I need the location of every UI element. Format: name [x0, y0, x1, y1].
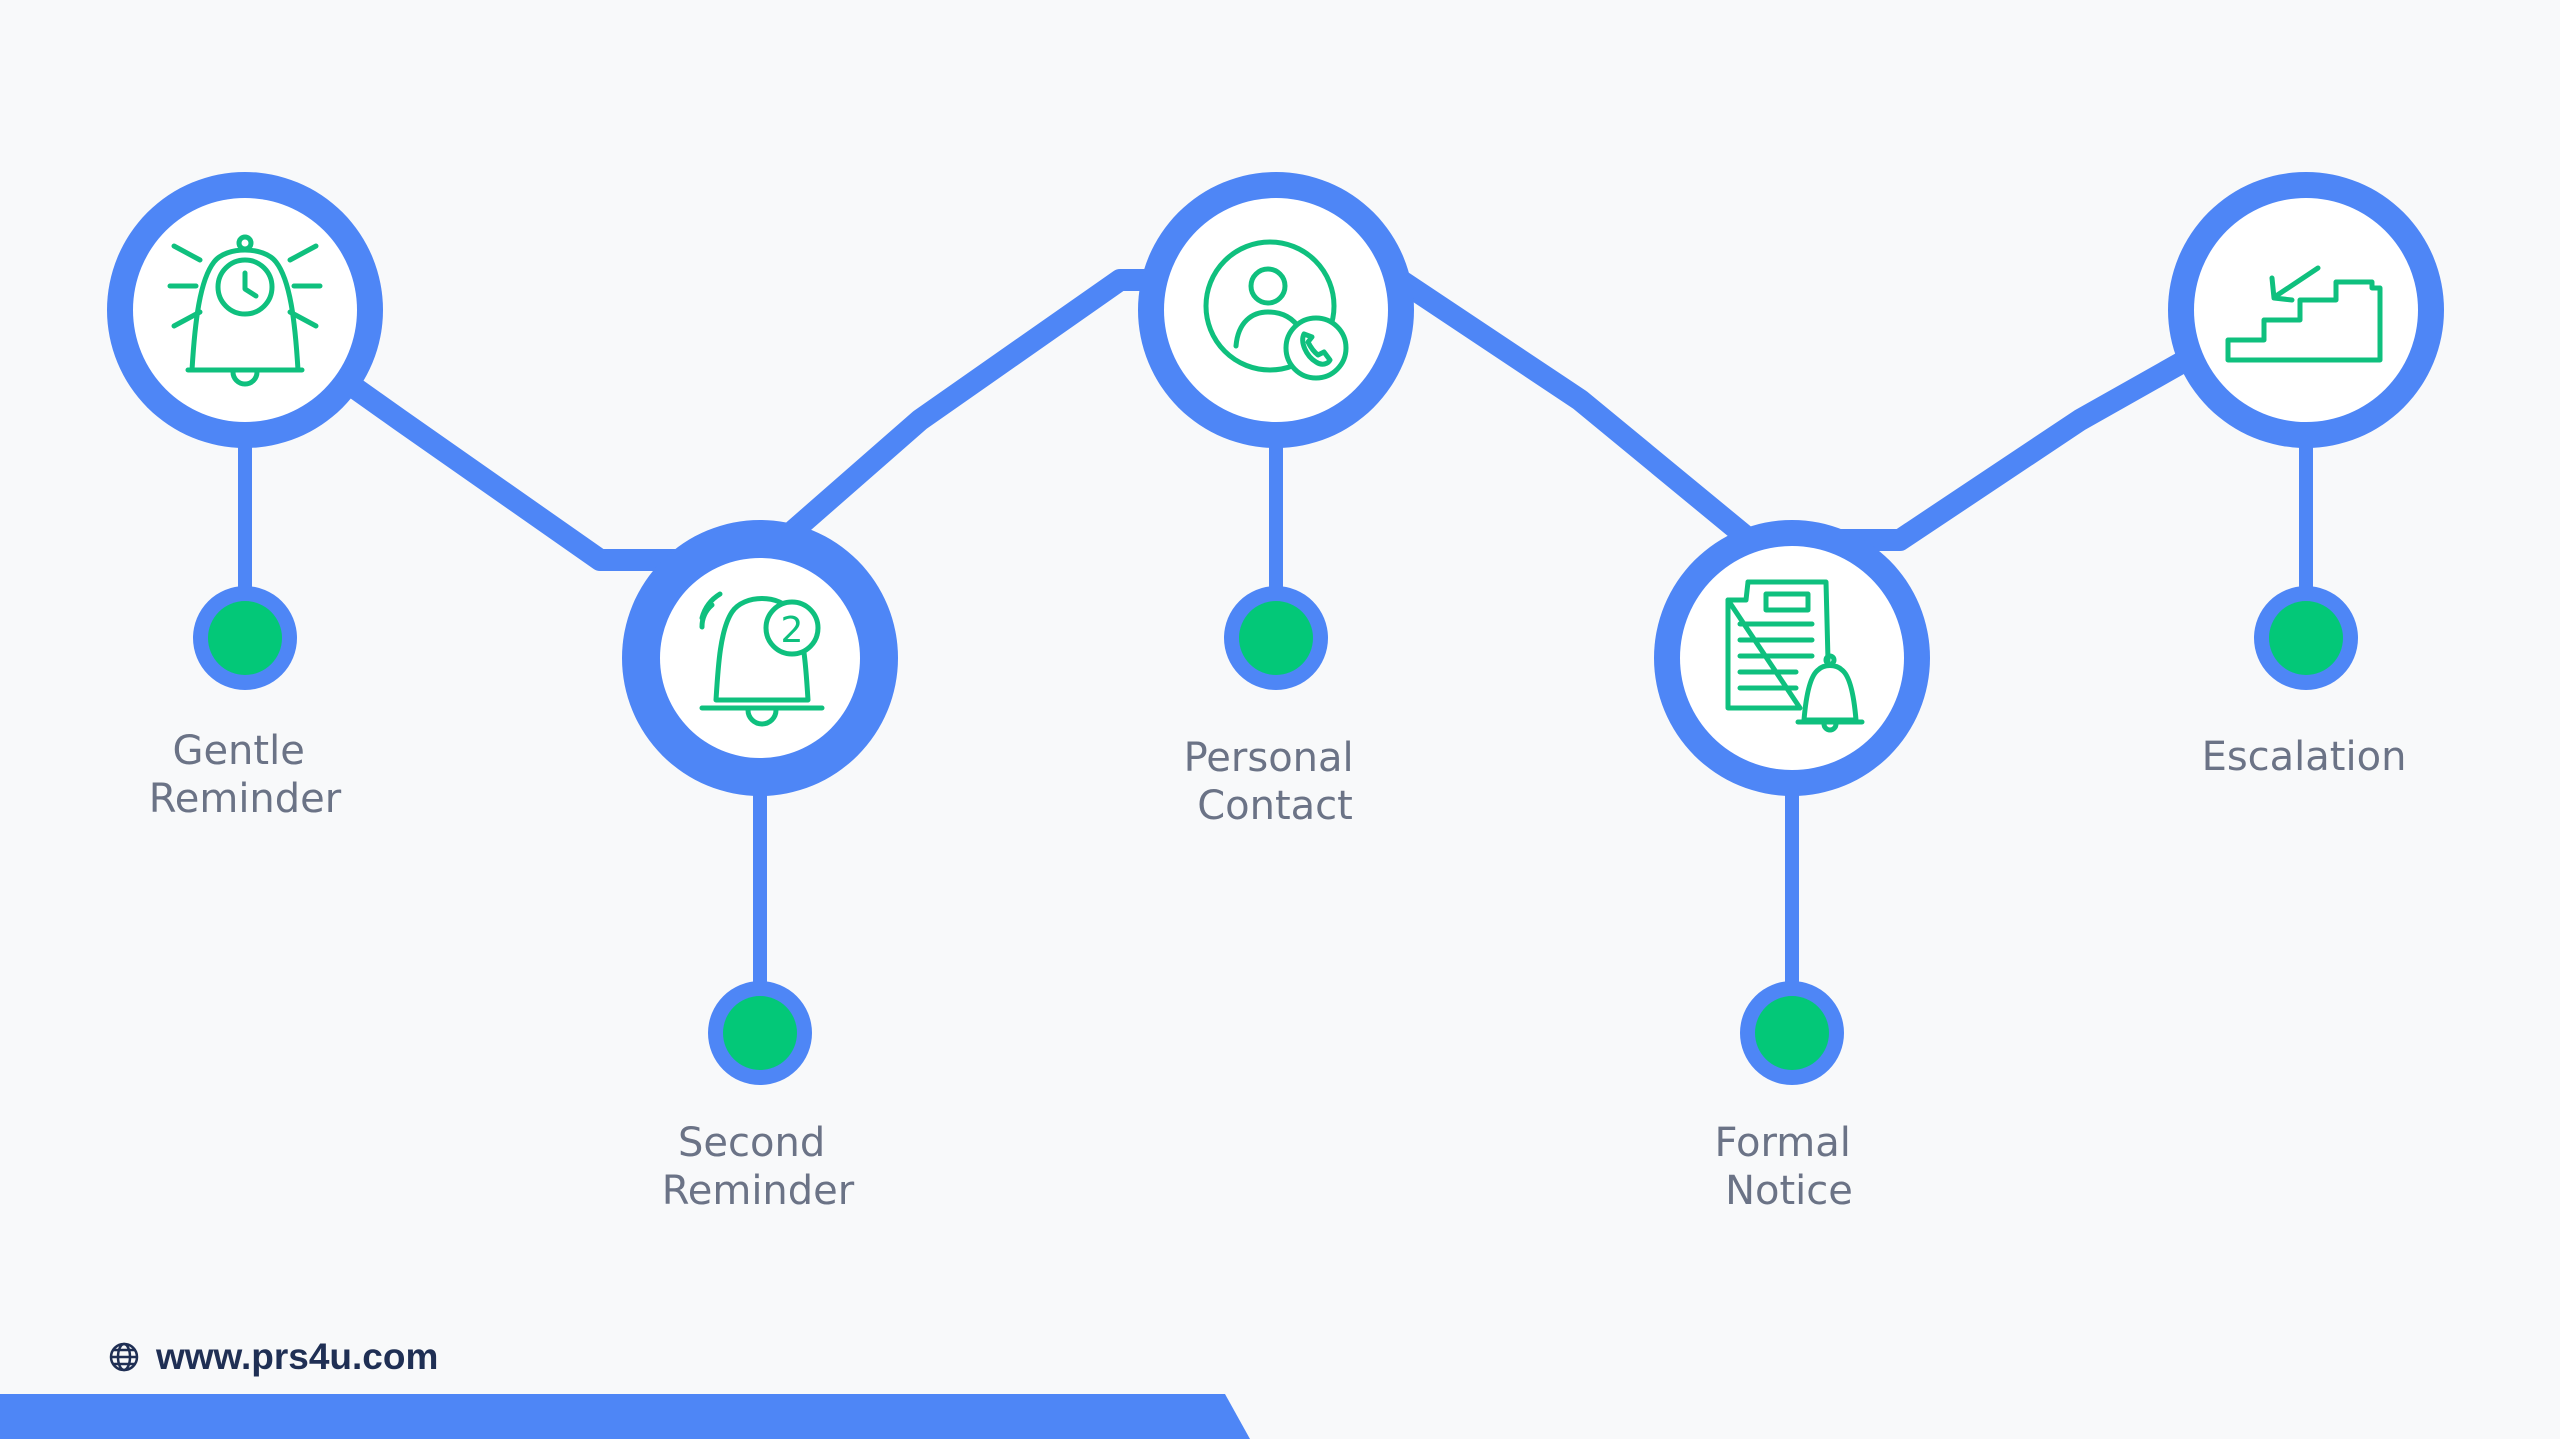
end-dot-step-2: [708, 981, 812, 1085]
step-label-5: Escalation: [2202, 734, 2407, 780]
svg-text:2: 2: [781, 610, 804, 651]
step-node-5: [2168, 172, 2444, 448]
step-node-2: 2: [622, 520, 898, 796]
stairs-arrow-icon: [2225, 265, 2383, 363]
bell-number-two-icon: 2: [699, 591, 825, 727]
footer-accent-bar: [0, 1394, 1250, 1439]
step-node-3: [1138, 172, 1414, 448]
globe-icon: [109, 1342, 139, 1372]
alarm-bell-icon: [167, 234, 323, 387]
end-dot-step-5: [2254, 586, 2358, 690]
end-dot-step-4: [1740, 981, 1844, 1085]
end-dot-step-1: [193, 586, 297, 690]
step-label-1: Gentle Reminder: [149, 728, 342, 822]
step-label-4: Formal Notice: [1714, 1120, 1863, 1214]
step-label-3: Personal Contact: [1184, 735, 1367, 829]
person-phone-icon: [1203, 239, 1349, 381]
step-node-4: [1654, 520, 1930, 796]
document-bell-icon: [1725, 579, 1865, 733]
step-label-2: Second Reminder: [662, 1120, 855, 1214]
footer-url-text[interactable]: www.prs4u.com: [156, 1336, 439, 1377]
step-node-1: [107, 172, 383, 448]
end-dot-step-3: [1224, 586, 1328, 690]
footer-website[interactable]: www.prs4u.com: [108, 1336, 438, 1378]
